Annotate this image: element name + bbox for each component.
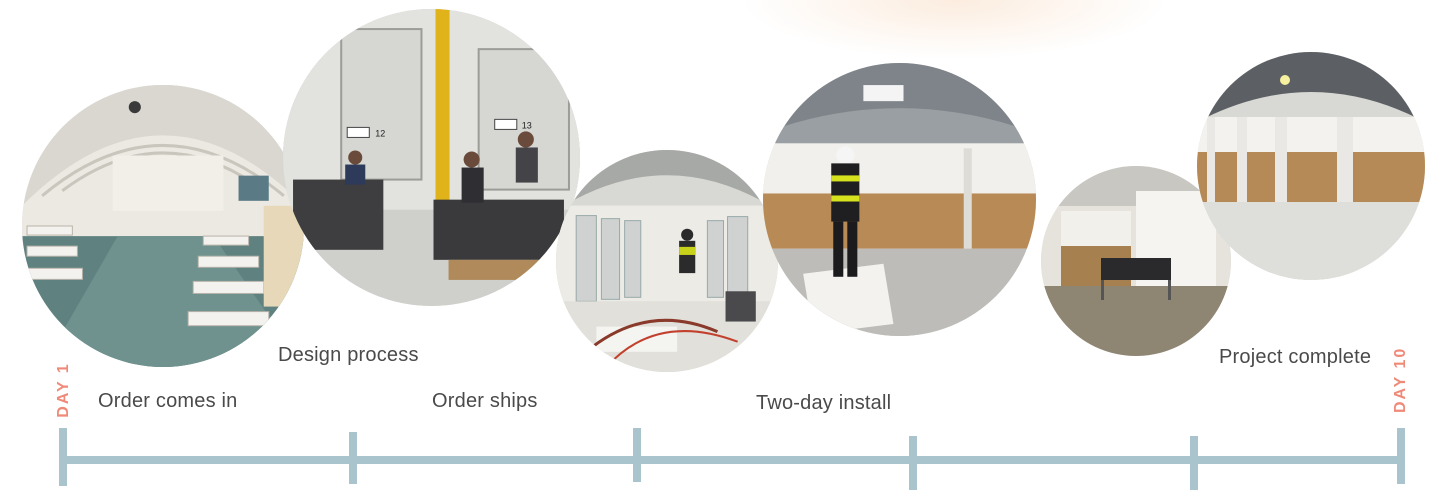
door-number-13: 13 xyxy=(522,120,532,130)
stage-label-order-ships: Order ships xyxy=(432,390,538,412)
photo-warehouse-team: 12 13 xyxy=(283,9,580,306)
door-number-12: 12 xyxy=(375,128,385,138)
stage-label-two-day-install: Two-day install xyxy=(756,392,892,414)
timeline-tick xyxy=(349,432,357,484)
timeline-tick xyxy=(633,428,641,482)
photo-panel-install xyxy=(556,150,778,372)
day-end-label: DAY 10 xyxy=(1392,346,1409,413)
photo-tent-ward xyxy=(22,85,304,367)
day-start-label: DAY 1 xyxy=(55,362,72,418)
stage-label-project-complete: Project complete xyxy=(1219,346,1372,368)
photo-worker-hardhat xyxy=(763,63,1036,336)
timeline-tick xyxy=(909,436,917,490)
timeline-tick xyxy=(1397,428,1405,484)
photo-patient-room xyxy=(1041,166,1231,356)
photo-completed-walls xyxy=(1197,52,1425,280)
timeline-line xyxy=(62,456,1404,464)
timeline-tick xyxy=(1190,436,1198,490)
timeline-tick xyxy=(59,428,67,486)
stage-label-design-process: Design process xyxy=(278,344,419,366)
stage-label-order-comes-in: Order comes in xyxy=(98,390,238,412)
background-glow xyxy=(740,0,1170,60)
